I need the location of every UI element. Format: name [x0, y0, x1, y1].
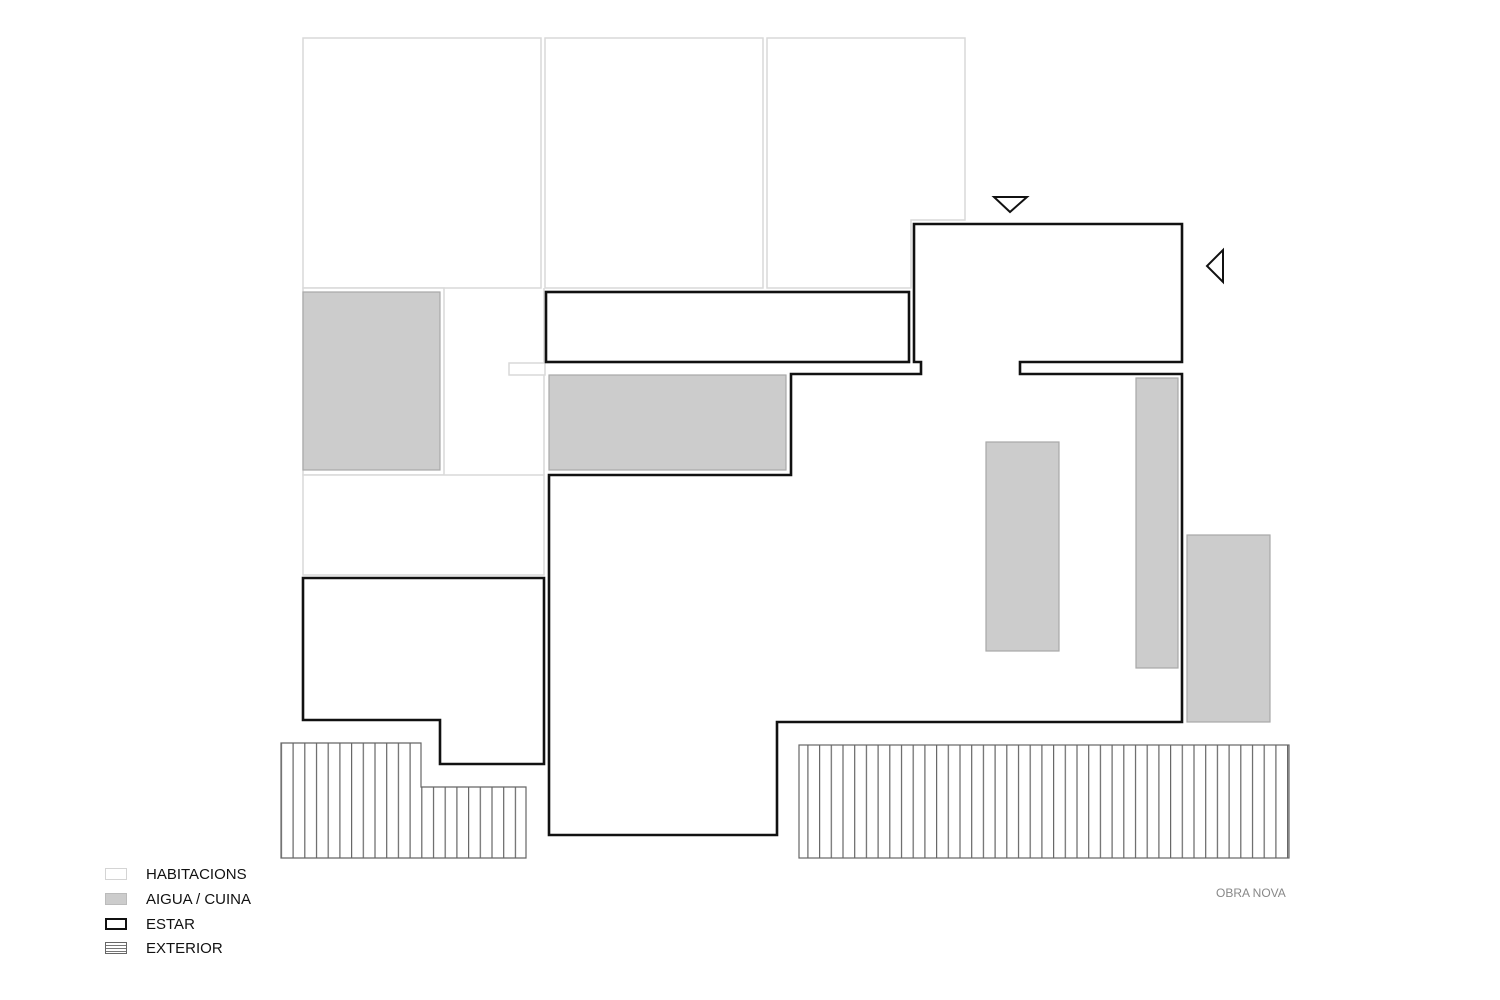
bathroom-center — [548, 374, 787, 471]
room-3 — [766, 37, 966, 289]
terrace-left — [280, 742, 527, 859]
aigua-cuina-zones — [302, 291, 1271, 723]
legend-label: ESTAR — [146, 915, 195, 933]
legend-label: AIGUA / CUINA — [146, 890, 252, 908]
exterior-zones — [280, 742, 1290, 859]
room-left-lower — [302, 474, 545, 576]
estar-swatch — [105, 918, 127, 930]
estar-zones — [301, 222, 1184, 837]
kitchen-island — [985, 441, 1060, 652]
bathroom-left — [302, 291, 441, 471]
legend-item-habitacions: HABITACIONS — [105, 865, 247, 883]
project-note: OBRA NOVA — [1216, 886, 1286, 900]
aigua-cuina-swatch — [105, 893, 127, 905]
kitchen-counter — [1135, 377, 1179, 669]
living-left — [301, 576, 546, 766]
terrace-right — [798, 744, 1290, 859]
legend-item-estar: ESTAR — [105, 915, 195, 933]
legend-item-exterior: EXTERIOR — [105, 939, 223, 957]
room-1 — [302, 37, 542, 289]
legend-label: EXTERIOR — [146, 939, 223, 957]
corridor-wall-stub — [508, 362, 546, 376]
room-2 — [544, 37, 764, 289]
entrance-arrow-left-icon — [1205, 247, 1224, 285]
exterior-swatch — [105, 942, 127, 954]
entrance-arrow-down-icon — [991, 196, 1030, 214]
legend-item-aigua-cuina: AIGUA / CUINA — [105, 890, 251, 908]
living-strip — [544, 290, 911, 364]
habitacions-swatch — [105, 868, 127, 880]
kitchen-outside-block — [1186, 534, 1271, 723]
legend-label: HABITACIONS — [146, 865, 247, 883]
living-main — [547, 222, 1184, 837]
